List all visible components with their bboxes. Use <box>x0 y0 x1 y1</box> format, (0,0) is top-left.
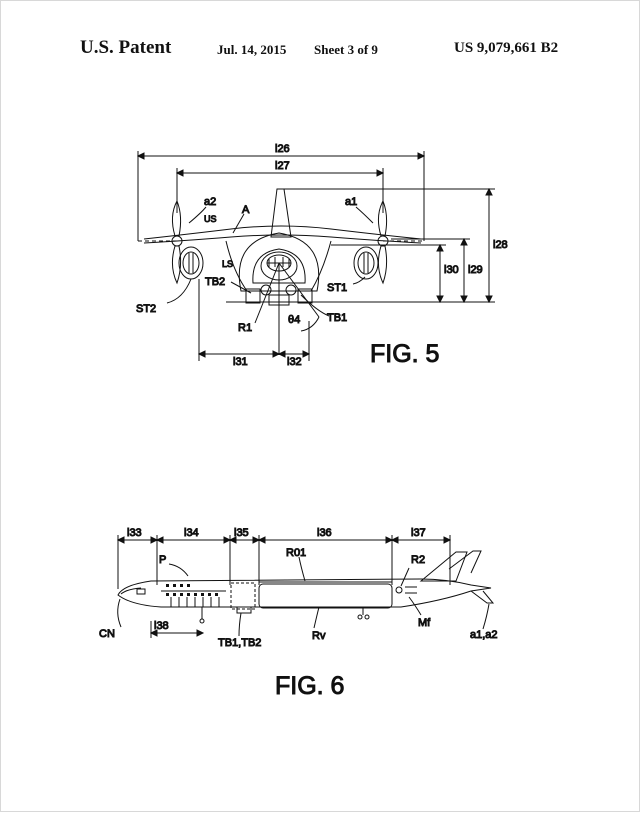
fig6-caption: FIG. 6 <box>275 672 344 700</box>
label-A: A <box>242 204 250 216</box>
fig5-drawing <box>136 151 495 361</box>
label-US: US <box>204 214 217 224</box>
label-LS: LS <box>222 259 233 269</box>
label-TB1: TB1 <box>327 312 347 324</box>
label-R01: R01 <box>286 547 306 559</box>
label-a1-a2: a1,a2 <box>470 629 498 641</box>
label-l36: l36 <box>317 527 332 539</box>
label-a2: a2 <box>204 196 216 208</box>
label-l29: l29 <box>468 264 483 276</box>
label-TB2: TB2 <box>205 276 225 288</box>
label-Rv: Rv <box>312 630 326 642</box>
label-R1: R1 <box>238 322 252 334</box>
header-sheet: Sheet 3 of 9 <box>314 42 378 57</box>
label-TB1-TB2: TB1,TB2 <box>218 637 261 649</box>
label-CN: CN <box>99 628 115 640</box>
label-l37: l37 <box>411 527 426 539</box>
label-l27: l27 <box>275 160 290 172</box>
label-l34: l34 <box>184 527 199 539</box>
label-l32: l32 <box>287 356 302 368</box>
fig6-drawing <box>116 535 495 638</box>
label-R2: R2 <box>411 554 425 566</box>
label-l31: l31 <box>233 356 248 368</box>
label-ST2: ST2 <box>136 303 156 315</box>
label-l33: l33 <box>127 527 142 539</box>
fig5-caption: FIG. 5 <box>370 340 439 368</box>
label-l28: l28 <box>493 239 508 251</box>
label-theta4: θ4 <box>288 314 300 326</box>
label-l38: l38 <box>154 620 169 632</box>
header-patent: U.S. Patent <box>80 37 172 58</box>
label-Mf: Mf <box>418 617 431 629</box>
label-l30: l30 <box>444 264 459 276</box>
label-a1: a1 <box>345 196 357 208</box>
label-l35: l35 <box>234 527 249 539</box>
label-l26: l26 <box>275 143 290 155</box>
header-patent-number: US 9,079,661 B2 <box>454 40 559 56</box>
header-date: Jul. 14, 2015 <box>217 42 287 57</box>
label-ST1: ST1 <box>327 282 347 294</box>
label-P: P <box>159 554 166 566</box>
